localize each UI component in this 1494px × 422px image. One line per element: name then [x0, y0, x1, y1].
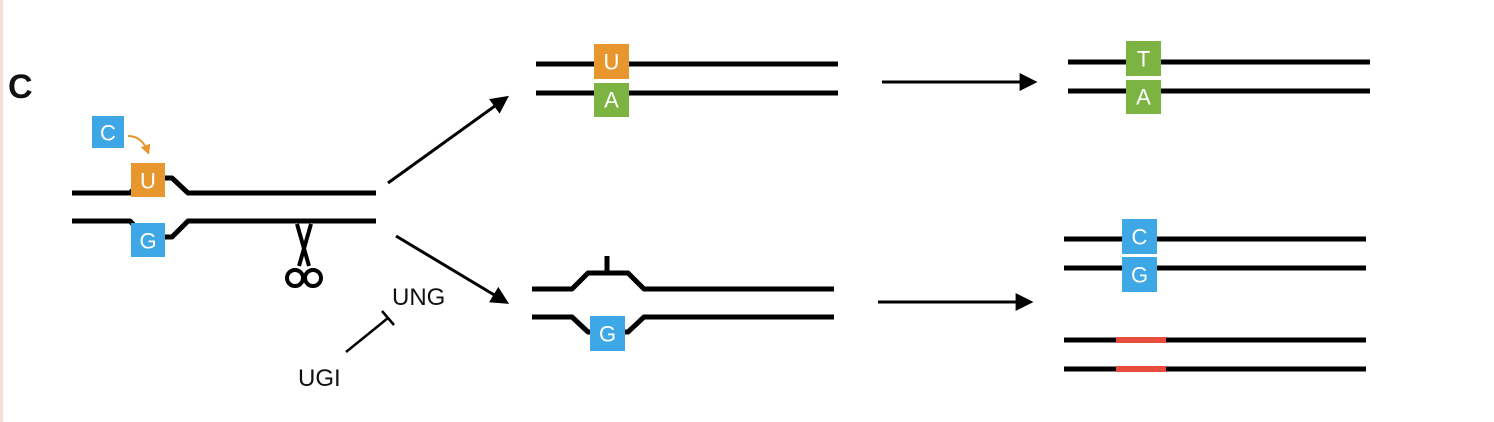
bottom-right-cytosine-label: C	[1132, 225, 1148, 250]
lower-right-reverted-dna: C G	[1064, 219, 1366, 292]
bottom-right-cytosine-box: C	[1122, 219, 1157, 254]
ugi-label: UGI	[298, 365, 341, 392]
bottom-right-guanine-label: G	[1131, 263, 1148, 288]
bottom-right-guanine-box: G	[1122, 257, 1157, 292]
bottom-mid-guanine-label: G	[599, 322, 616, 347]
input-cytosine-label: C	[100, 121, 116, 146]
top-mid-adenine-label: A	[604, 88, 619, 113]
input-uracil-box: U	[131, 163, 165, 197]
top-right-thymine-box: T	[1126, 41, 1161, 76]
input-uracil-label: U	[140, 169, 156, 194]
abasic-bottom-strand	[532, 314, 834, 335]
left-edge-border	[0, 0, 3, 422]
arrow-icon-lower-branch	[395, 234, 510, 304]
input-dna: C U G	[72, 116, 376, 288]
input-top-strand	[72, 175, 376, 196]
top-mid-adenine-box: A	[594, 83, 629, 117]
scissors-icon	[285, 223, 323, 288]
input-bottom-strand	[72, 218, 376, 240]
inhibition-bar-icon	[345, 310, 395, 353]
panel-label: C	[8, 68, 33, 106]
top-right-adenine-label: A	[1136, 85, 1151, 110]
upper-middle-dna: U A	[536, 44, 838, 117]
lower-middle-dna: G	[532, 256, 834, 351]
top-mid-uracil-label: U	[604, 50, 620, 75]
input-guanine-label: G	[139, 229, 156, 254]
input-guanine-box: G	[131, 223, 165, 257]
arrow-icon-upper-branch	[387, 95, 509, 185]
top-right-adenine-box: A	[1126, 80, 1161, 114]
upper-right-dna: T A	[1068, 41, 1370, 114]
top-mid-uracil-box: U	[594, 44, 629, 79]
abasic-top-strand	[532, 270, 834, 292]
input-cytosine-box: C	[92, 116, 124, 148]
top-right-thymine-label: T	[1137, 47, 1150, 72]
lower-right-deletion-dna	[1064, 337, 1366, 372]
bottom-mid-guanine-box: G	[590, 316, 625, 351]
curved-arrow-icon	[127, 135, 151, 155]
ung-label: UNG	[392, 284, 445, 311]
